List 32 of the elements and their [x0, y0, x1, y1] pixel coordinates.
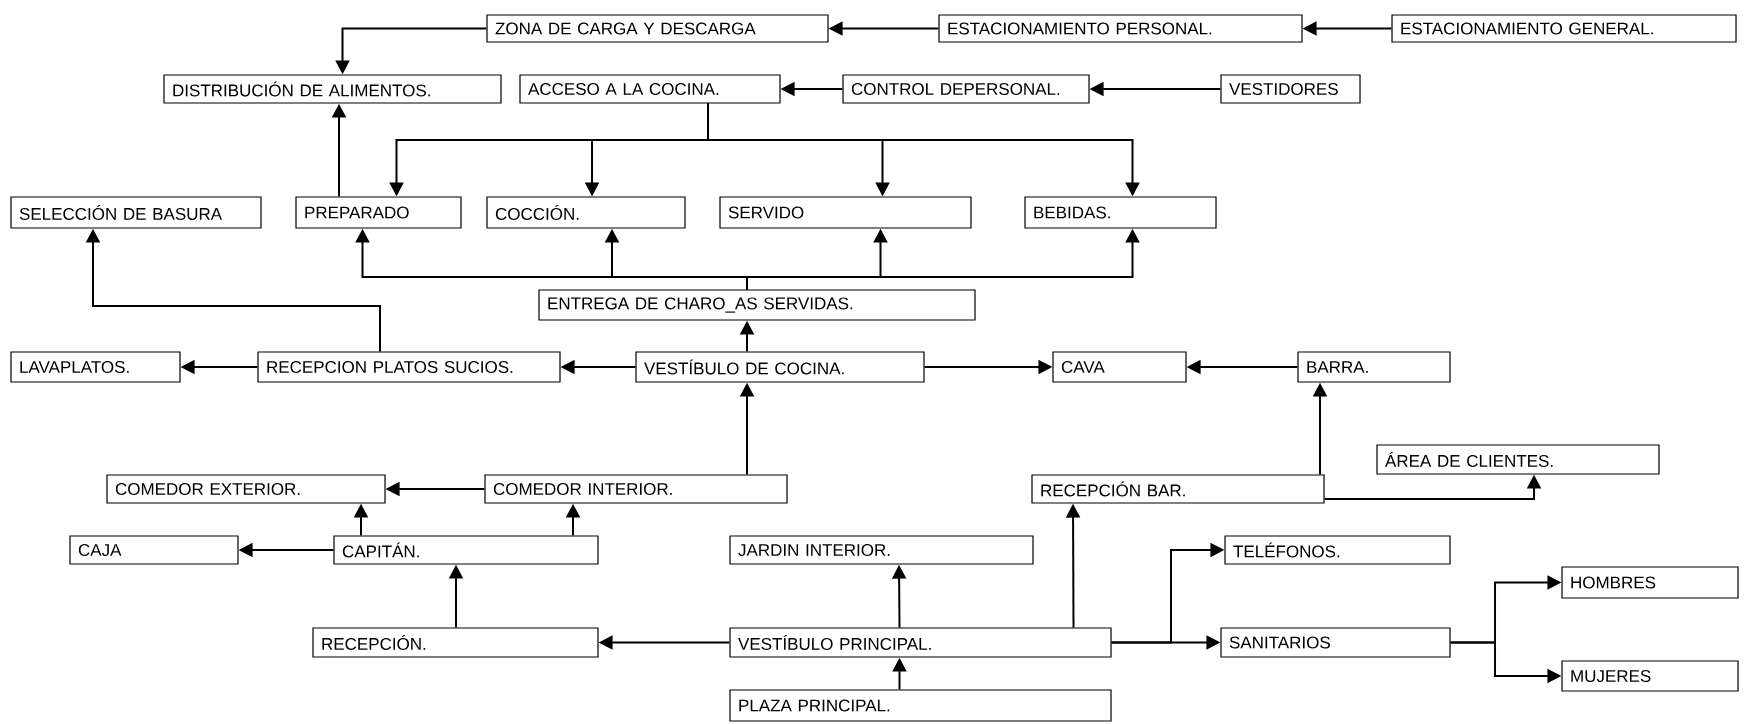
process-box: MUJERES: [1561, 660, 1739, 692]
process-box: ÁREA DE CLIENTES.: [1376, 444, 1660, 475]
process-box: VESTIDORES: [1220, 74, 1361, 104]
process-box: SANITARIOS: [1220, 627, 1451, 658]
process-box: COMEDOR INTERIOR.: [484, 474, 788, 504]
process-box: ACCESO A LA COCINA.: [519, 74, 781, 104]
process-box: RECEPCIÓN BAR.: [1031, 474, 1325, 504]
process-box: PLAZA PRINCIPAL.: [729, 689, 1112, 722]
process-box: ZONA DE CARGA Y DESCARGA: [486, 14, 829, 43]
process-box: VESTÍBULO DE COCINA.: [635, 351, 925, 383]
process-box: VESTÍBULO PRINCIPAL.: [729, 627, 1112, 658]
process-box: JARDIN INTERIOR.: [729, 535, 1034, 565]
process-box: RECEPCION PLATOS SUCIOS.: [257, 351, 561, 383]
process-box: HOMBRES: [1561, 566, 1739, 599]
process-box: BARRA.: [1297, 351, 1451, 383]
process-box: LAVAPLATOS.: [10, 351, 181, 383]
process-box: SERVIDO: [719, 196, 972, 229]
process-box: ENTREGA DE CHARO_AS SERVIDAS.: [538, 289, 976, 321]
process-box: COMEDOR EXTERIOR.: [106, 474, 386, 504]
process-box: BEBIDAS.: [1024, 196, 1217, 229]
process-box: PREPARADO: [295, 196, 462, 229]
process-box: CONTROL DEPERSONAL.: [842, 74, 1090, 104]
process-box: CAJA: [69, 535, 239, 565]
process-box: SELECCIÓN DE BASURA: [10, 196, 262, 229]
process-box: RECEPCIÓN.: [312, 627, 599, 658]
process-box: CAPITÁN.: [333, 535, 599, 565]
process-box: CAVA: [1052, 351, 1187, 383]
process-box: TELÉFONOS.: [1224, 535, 1451, 565]
process-box: DISTRIBUCIÓN DE ALIMENTOS.: [163, 74, 502, 104]
process-box: ESTACIONAMIENTO GENERAL.: [1391, 14, 1737, 43]
process-box: ESTACIONAMIENTO PERSONAL.: [938, 14, 1303, 43]
process-box: COCCIÓN.: [486, 196, 686, 229]
